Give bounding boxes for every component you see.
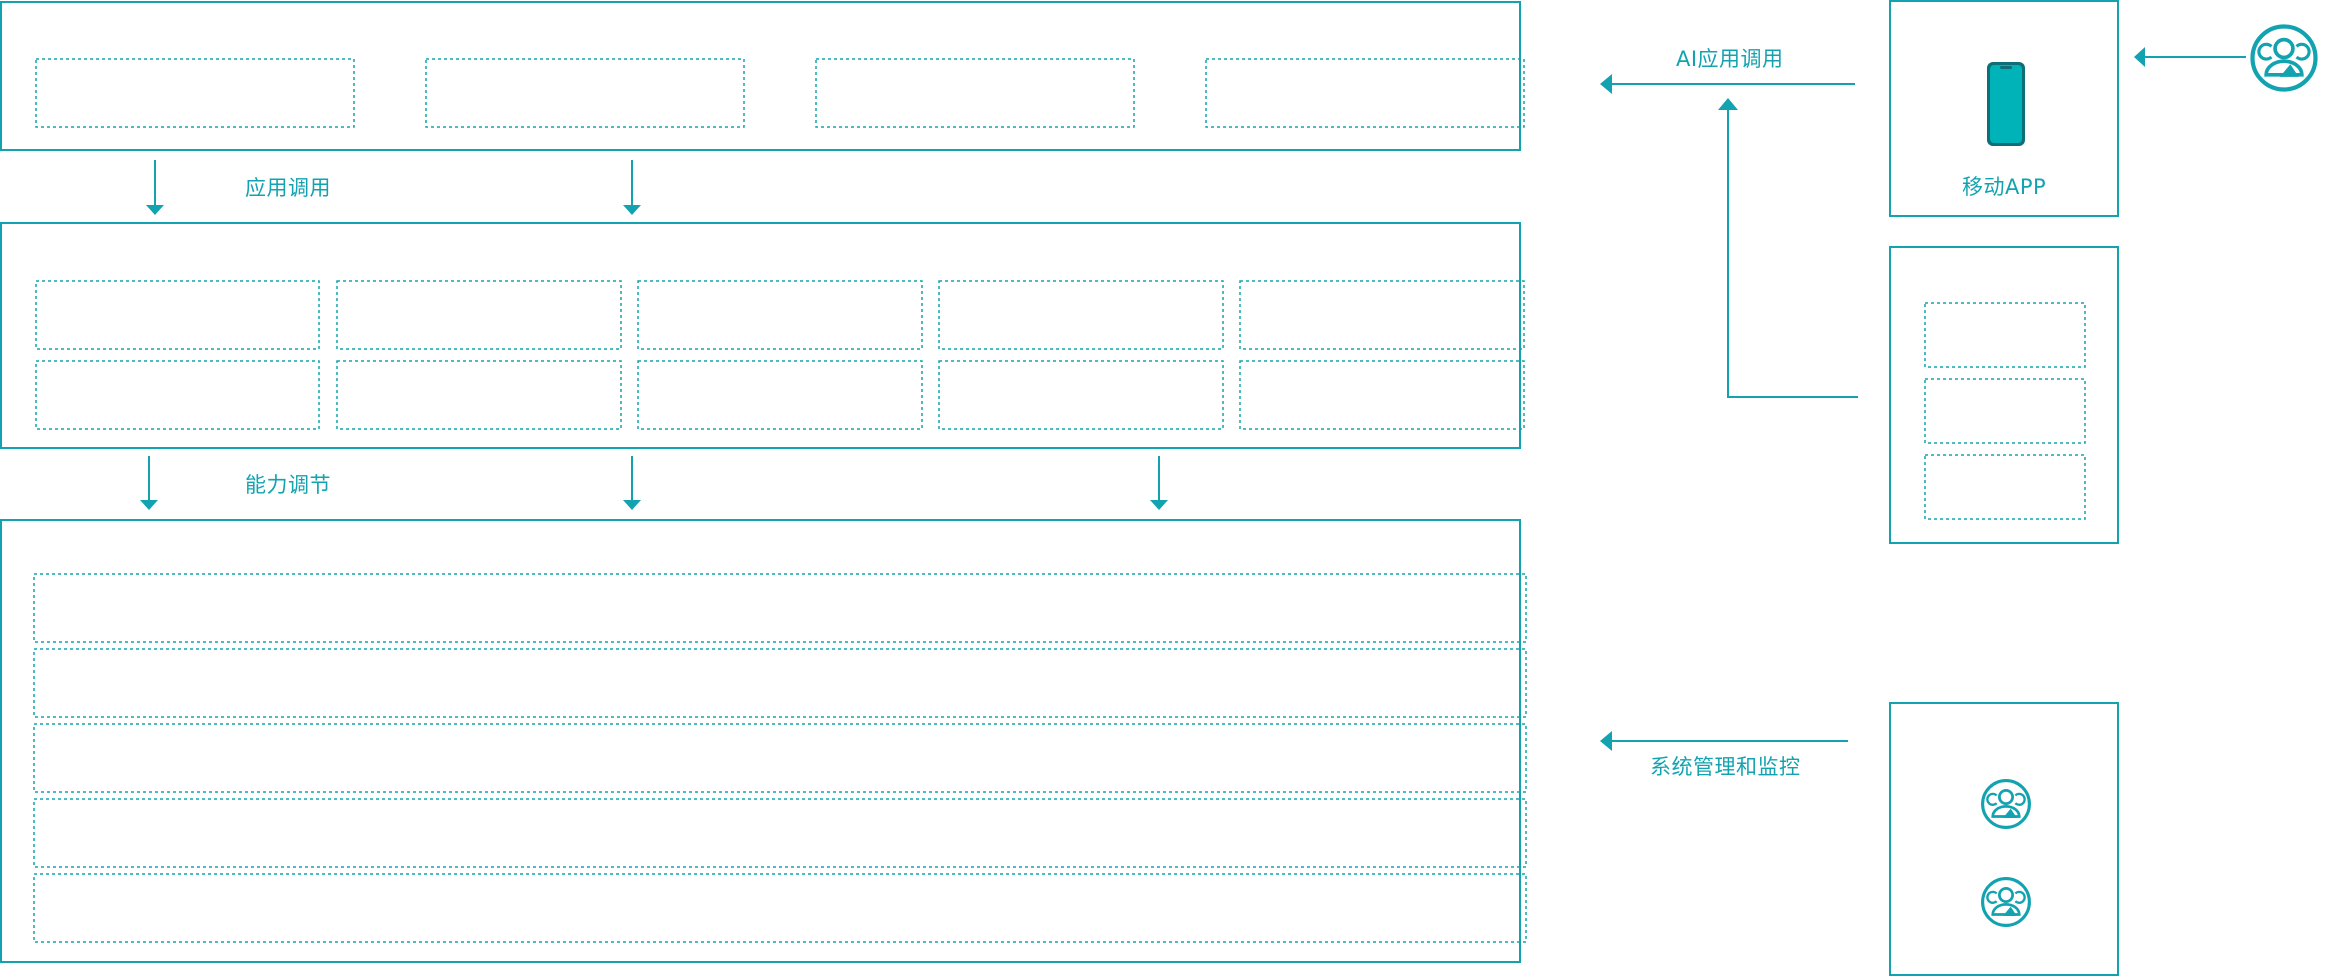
app-call-arrows [146,160,641,215]
app-slot [425,58,745,128]
user-group-icon [1981,779,2031,829]
service-slot [938,360,1224,430]
ability-adjust-arrows [140,456,1168,510]
capability-layer [0,519,1527,963]
service-slot [336,280,622,350]
system-manage-arrow [1600,731,1848,751]
arrow-icon [623,205,641,215]
arrow-icon [623,500,641,510]
capability-row [33,573,1527,643]
capability-row [33,723,1527,793]
admin-box [1889,702,2119,976]
arrow-icon [1600,731,1612,751]
mobile-phone-icon [1987,62,2025,146]
service-slot [35,360,320,430]
app-slot [1205,58,1525,128]
capability-row [33,873,1527,943]
app-call-label: 应用调用 [245,176,331,200]
ai-app-call-arrow [1600,74,1855,94]
service-slot [637,280,923,350]
user-group-icon [2253,27,2316,90]
panel-slot [1924,378,2086,444]
service-slot [336,360,622,430]
app-layer [0,1,1525,151]
arrow-icon [140,500,158,510]
service-slot [35,280,320,350]
arrow-icon [1150,500,1168,510]
arrow-icon [1718,98,1738,110]
panel-connector-arrow [1718,98,1858,398]
mobile-app-box [1889,0,2119,217]
service-grid [35,280,1525,430]
user-entry-arrow [2134,47,2246,67]
panel-slot [1924,454,2086,520]
user-group-icon [1981,877,2031,927]
ai-app-call-label: AI应用调用 [1676,47,1784,71]
app-slot [35,58,355,128]
app-slot [815,58,1135,128]
capability-row [33,798,1527,868]
arrow-icon [1600,74,1612,94]
capability-row [33,648,1527,718]
arrow-icon [146,205,164,215]
service-slot [1239,280,1525,350]
service-slot [1239,360,1525,430]
ability-adjust-label: 能力调节 [245,473,331,497]
mobile-app-label: 移动APP [1962,175,2047,199]
system-manage-label: 系统管理和监控 [1650,755,1801,779]
panel-slot [1924,302,2086,368]
service-layer [0,222,1525,449]
right-panel-box [1889,246,2119,544]
service-slot [637,360,923,430]
arrow-icon [2134,47,2145,67]
service-slot [938,280,1224,350]
